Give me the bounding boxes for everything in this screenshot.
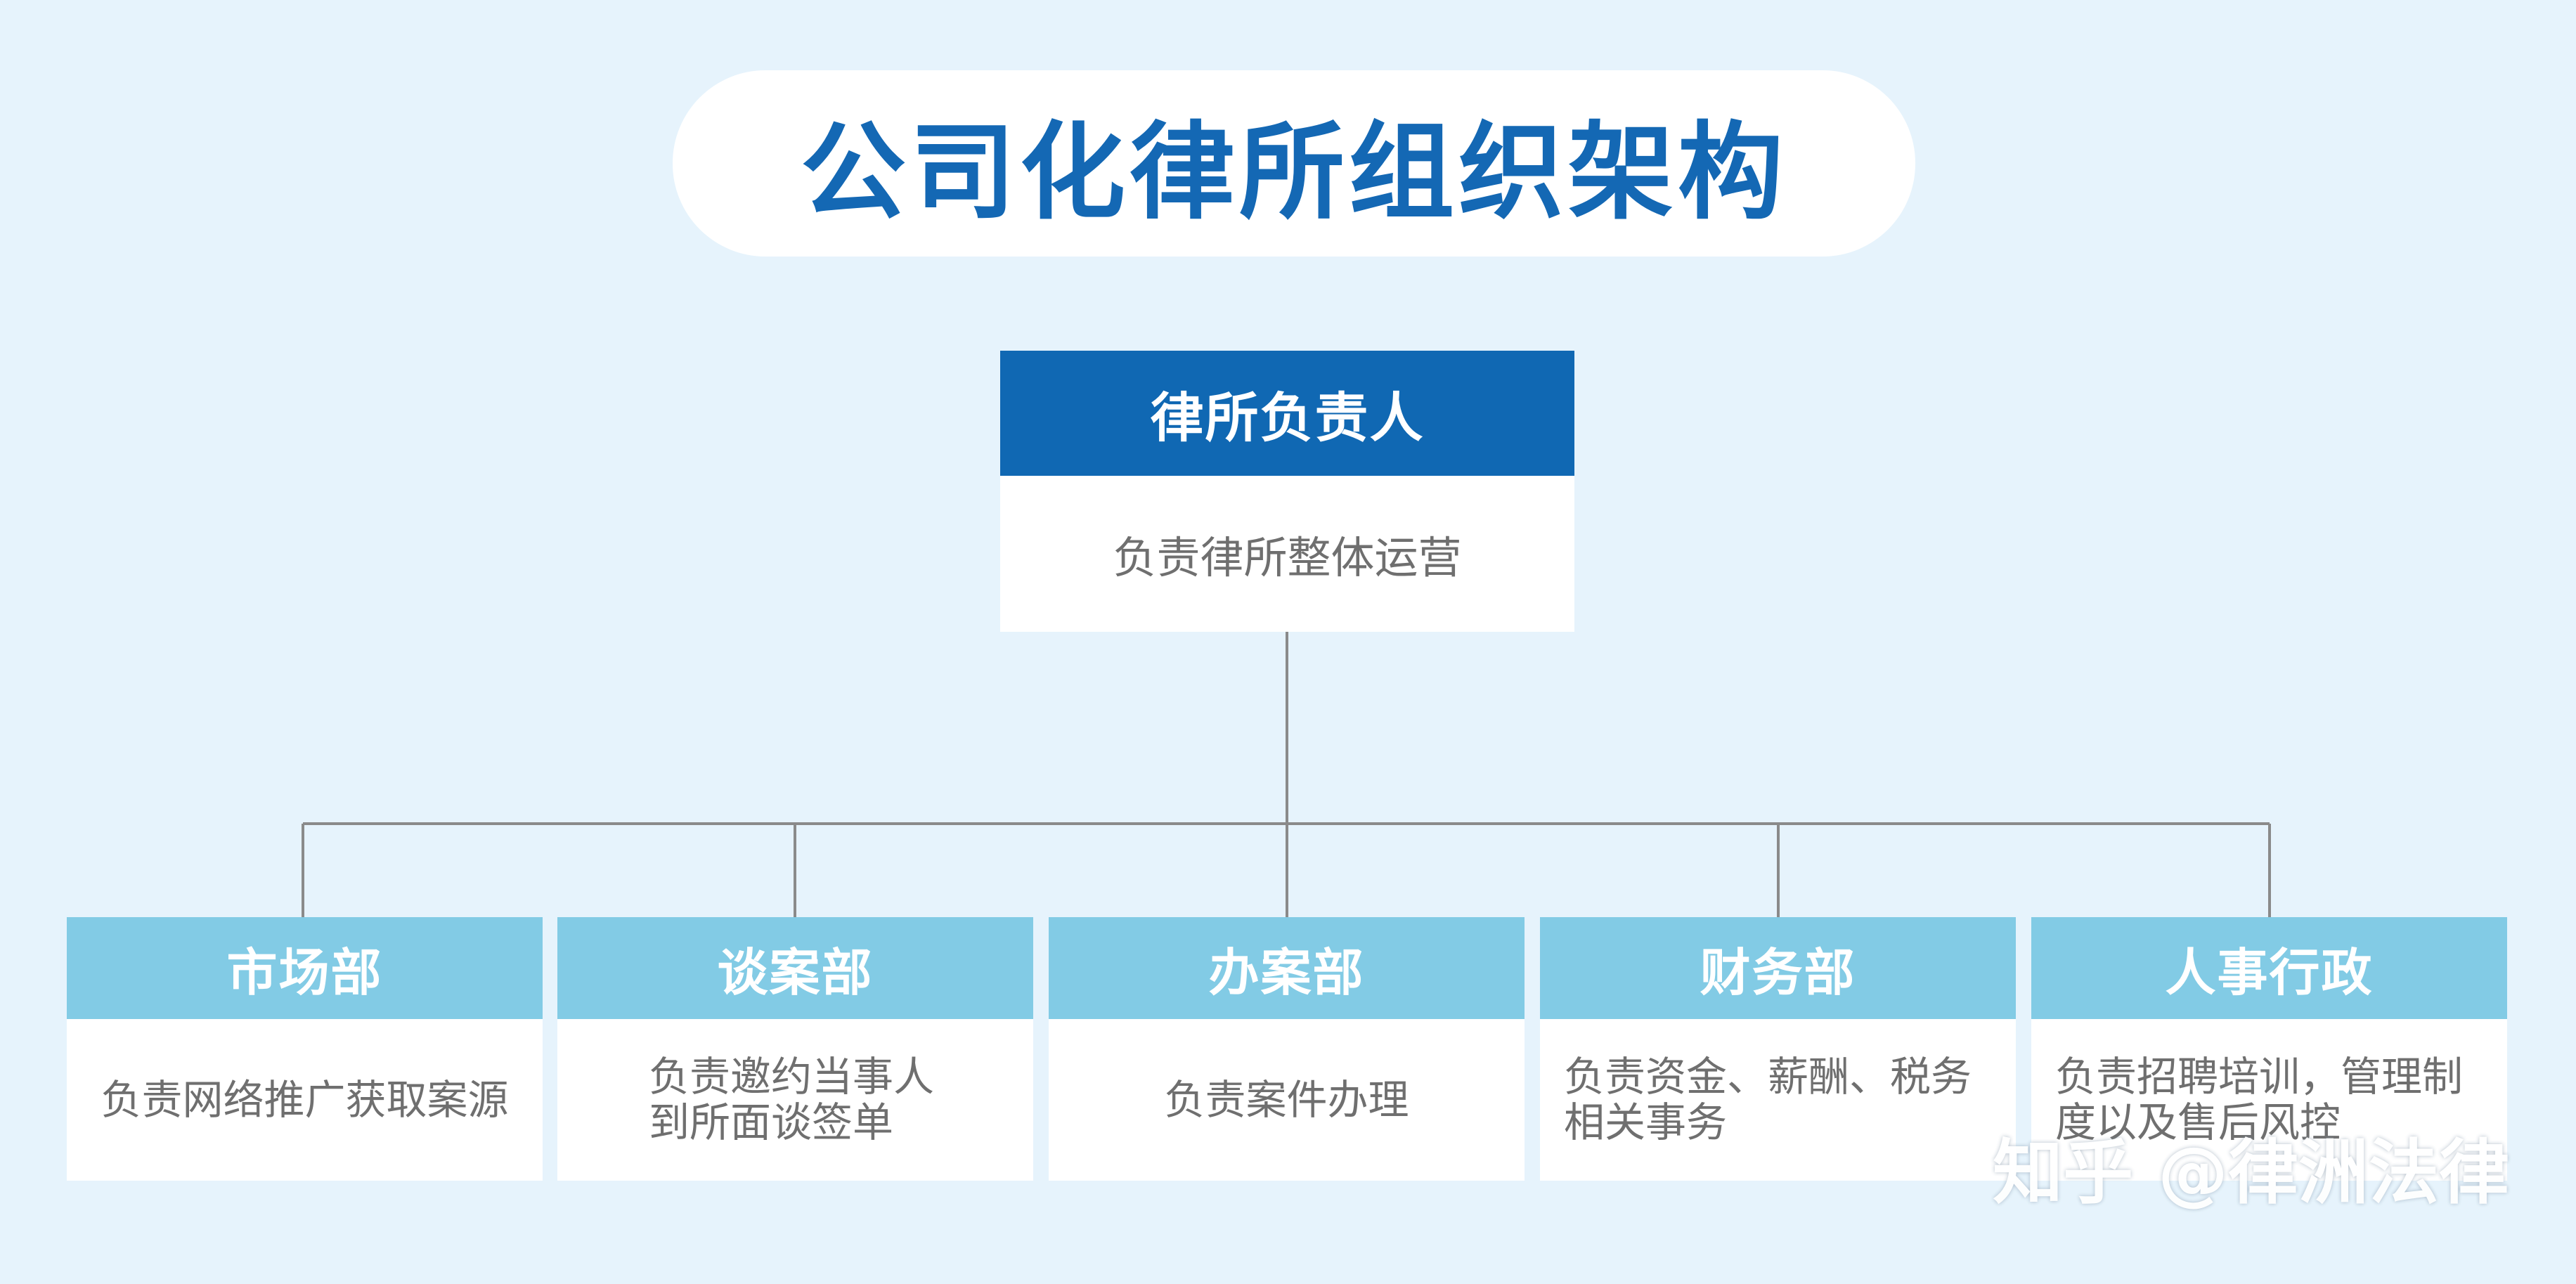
dept-node-market: 市场部 负责网络推广获取案源 [67,917,543,1181]
page-title: 公司化律所组织架构 [800,112,1787,234]
dept-node-description: 负责网络推广获取案源 [101,1075,509,1124]
title-banner: 公司化律所组织架构 [673,70,1915,257]
dept-node-description-wrap: 负责资金、薪酬、税务相关事务 [1540,1019,2016,1181]
dept-node-title: 财务部 [1540,917,2016,1019]
dept-node-description: 负责案件办理 [1164,1075,1409,1124]
dept-node-casework: 办案部 负责案件办理 [1049,917,1525,1181]
root-node-description: 负责律所整体运营 [1000,476,1574,632]
watermark: 知乎 @律洲法律 [1993,1131,2509,1214]
dept-node-description-wrap: 负责招聘培训，管理制度以及售后风控 [2031,1019,2507,1181]
root-node-title: 律所负责人 [1000,351,1574,476]
dept-node-title: 办案部 [1049,917,1525,1019]
dept-node-description: 负责招聘培训，管理制度以及售后风控 [2055,1053,2464,1146]
dept-node-finance: 财务部 负责资金、薪酬、税务相关事务 [1540,917,2016,1181]
dept-node-title: 谈案部 [557,917,1033,1019]
dept-node-hr-admin: 人事行政 负责招聘培训，管理制度以及售后风控 [2031,917,2507,1181]
root-node: 律所负责人 负责律所整体运营 [1000,351,1574,632]
dept-node-description: 负责邀约当事人到所面谈签单 [649,1053,935,1146]
dept-node-description-wrap: 负责网络推广获取案源 [67,1019,543,1181]
dept-node-title: 人事行政 [2031,917,2507,1019]
dept-node-title: 市场部 [67,917,543,1019]
dept-node-description: 负责资金、薪酬、税务相关事务 [1564,1053,1972,1146]
dept-node-description-wrap: 负责邀约当事人到所面谈签单 [557,1019,1033,1181]
dept-node-description-wrap: 负责案件办理 [1049,1019,1525,1181]
dept-node-negotiation: 谈案部 负责邀约当事人到所面谈签单 [557,917,1033,1181]
